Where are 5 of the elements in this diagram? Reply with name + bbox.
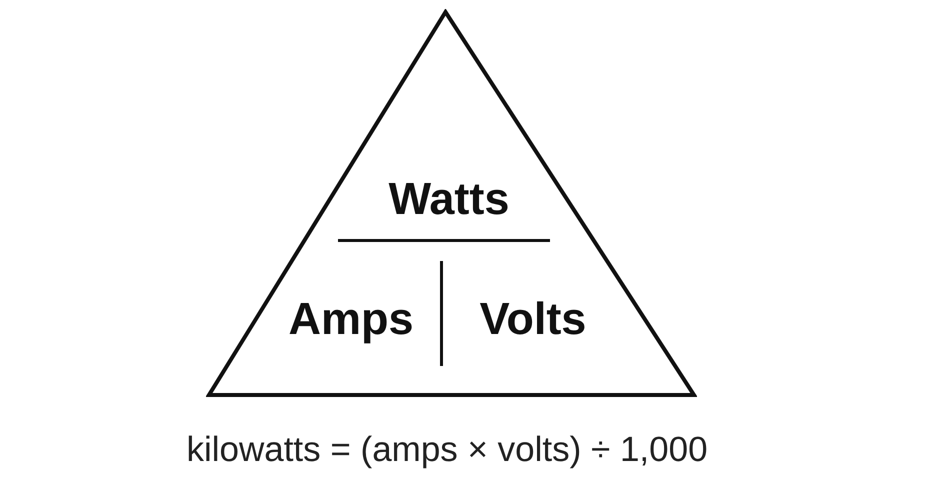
formula-caption: kilowatts = (amps × volts) ÷ 1,000 xyxy=(186,432,708,467)
quantity-label: Watts xyxy=(388,176,510,221)
formula-triangle xyxy=(206,9,697,398)
quantity-label: Amps xyxy=(288,296,414,341)
quantity-label: Volts xyxy=(480,296,586,341)
